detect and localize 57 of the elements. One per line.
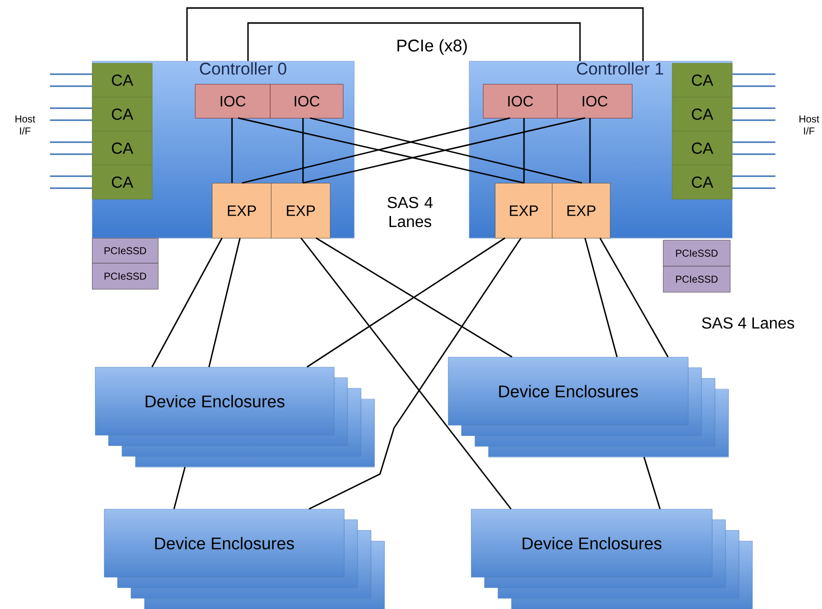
ssd-box: PCIeSSD (663, 266, 730, 292)
adapter-box: CA (672, 165, 732, 200)
host-line (50, 175, 92, 177)
pcie-link (186, 7, 644, 61)
ssd-box: PCIeSSD (92, 263, 158, 290)
annotation-text: SAS 4 Lanes (702, 317, 794, 329)
sas-link (589, 118, 591, 183)
host-line (732, 119, 776, 121)
sas-link (208, 238, 241, 368)
annotation-text: Host I/F (800, 116, 820, 134)
adapter-box: CA (672, 63, 732, 98)
adapter-box: CA (92, 165, 152, 200)
enclosure-stack: Device Enclosures (448, 357, 729, 458)
expander-box: EXP (552, 183, 610, 238)
host-line (50, 119, 92, 121)
ioc-box: IOC (195, 84, 270, 118)
host-line (732, 175, 776, 177)
annotation-text: Host I/F (16, 116, 36, 134)
host-line (732, 107, 776, 109)
pcie-link (247, 22, 581, 61)
enclosure-stack: Device Enclosures (95, 367, 375, 468)
ssd-box: PCIeSSD (92, 238, 158, 264)
host-line (50, 153, 92, 155)
host-line (50, 85, 92, 87)
host-line (732, 73, 776, 75)
sas-link (173, 466, 186, 510)
host-line (732, 85, 776, 87)
adapter-box: CA (92, 131, 152, 166)
enclosure-stack: Device Enclosures (471, 509, 753, 609)
host-line (732, 153, 776, 155)
host-line (50, 73, 92, 75)
expander-box: EXP (495, 183, 552, 238)
adapter-box: CA (672, 97, 732, 132)
adapter-box: CA (92, 63, 152, 98)
ssd-box: PCIeSSD (663, 240, 730, 266)
ioc-box: IOC (557, 84, 632, 118)
expander-box: EXP (212, 183, 272, 238)
host-line (732, 187, 776, 189)
expander-box: EXP (271, 183, 330, 238)
host-line (50, 107, 92, 109)
annotation-text: SAS 4 Lanes (388, 196, 433, 228)
host-line (732, 141, 776, 143)
sas-link (584, 238, 618, 358)
adapter-box: CA (92, 97, 152, 132)
ioc-box: IOC (483, 84, 558, 118)
enclosure-stack: Device Enclosures (104, 509, 385, 609)
ioc-box: IOC (270, 84, 344, 118)
host-line (50, 187, 92, 189)
host-line (50, 141, 92, 143)
sas-link (231, 118, 233, 183)
annotation-text: PCIe (x8) (398, 39, 467, 55)
sas-link (151, 238, 223, 368)
sas-link (523, 118, 525, 183)
sas-link (302, 118, 304, 183)
sas-link (599, 238, 669, 358)
sas-link (643, 456, 661, 510)
adapter-box: CA (672, 131, 732, 166)
